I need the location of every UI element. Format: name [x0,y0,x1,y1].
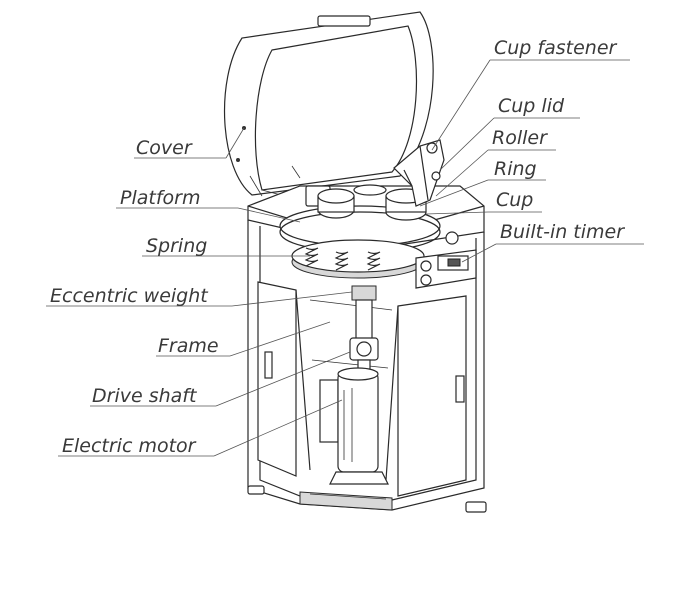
platform-shape [279,205,441,279]
label-cover: Cover [136,137,193,159]
leader-lines [46,59,644,457]
label-cup-lid: Cup lid [498,95,565,117]
label-cup-fastener: Cup fastener [494,37,618,59]
cup-fastener-shape [393,139,445,207]
label-electric-motor: Electric motor [62,435,197,457]
labels: Cup fastener Cup lid Roller Ring Cup Bui… [50,37,625,457]
label-frame: Frame [158,335,219,357]
machine-drawing [223,11,487,513]
label-platform: Platform [120,187,200,209]
cover-shape [223,11,434,201]
label-drive-shaft: Drive shaft [92,385,198,407]
spring-shapes [304,247,381,271]
label-eccentric-weight: Eccentric weight [50,285,209,307]
cabinet-body-shape [247,220,487,513]
label-spring: Spring [146,235,207,257]
cup-shapes [305,184,427,221]
label-ring: Ring [494,158,537,180]
timer-shape [415,231,477,289]
label-built-in-timer: Built-in timer [500,221,625,243]
motor-shape [319,367,389,485]
label-cup: Cup [496,189,533,211]
drive-shaft-shape [349,299,379,373]
label-roller: Roller [492,127,548,149]
